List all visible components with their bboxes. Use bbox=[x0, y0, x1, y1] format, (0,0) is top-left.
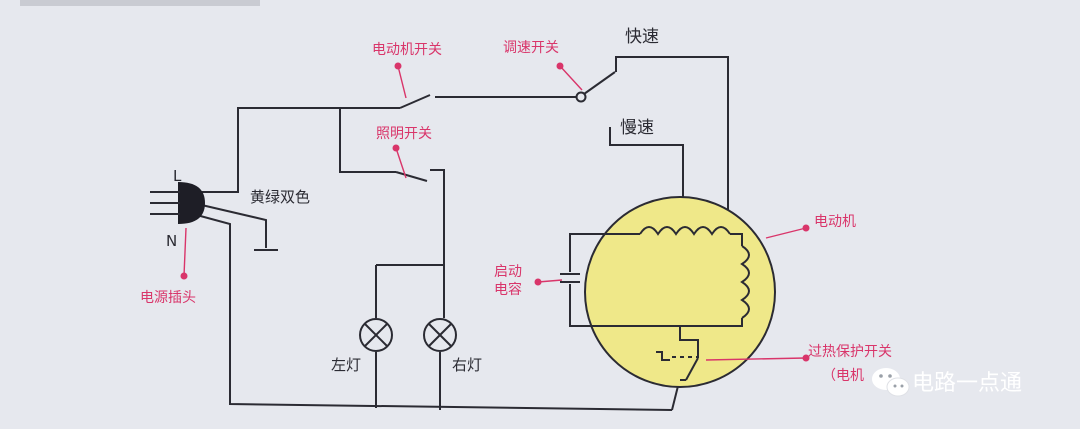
label-terminal-l: L bbox=[173, 167, 182, 185]
speed-switch-blade bbox=[583, 71, 616, 95]
label-terminal-n: N bbox=[166, 232, 177, 250]
neutral-wire bbox=[192, 213, 673, 411]
power-plug-symbol bbox=[150, 182, 205, 224]
light-branch-wire bbox=[339, 108, 396, 173]
label-fast: 快速 bbox=[625, 27, 659, 47]
motor-switch-blade bbox=[399, 94, 431, 109]
cap-wire-top bbox=[569, 233, 618, 272]
watermark: 电路一点通 bbox=[872, 368, 1022, 397]
label-thermal-switch-1: 过热保护开关 bbox=[808, 344, 892, 360]
label-slow: 慢速 bbox=[620, 117, 654, 138]
label-light-switch: 照明开关 bbox=[376, 126, 432, 142]
plug-body bbox=[178, 182, 205, 224]
cap-wire-bottom bbox=[569, 284, 600, 327]
fast-wire bbox=[615, 56, 729, 210]
label-ground: 黄绿双色 bbox=[250, 188, 310, 206]
right-lamp bbox=[423, 318, 457, 352]
label-speed-switch: 调速开关 bbox=[503, 40, 559, 56]
motor-housing bbox=[584, 196, 776, 388]
thermal-switch-symbol bbox=[656, 351, 670, 361]
thermal-switch-blade bbox=[685, 357, 699, 381]
cropped-heading-remnant bbox=[20, 0, 260, 6]
ground-wire bbox=[192, 202, 267, 248]
label-start-cap-2: 电容 bbox=[494, 281, 522, 298]
run-winding bbox=[639, 226, 731, 236]
light-switch-out bbox=[430, 169, 445, 265]
label-power-plug: 电源插头 bbox=[140, 290, 196, 306]
slow-wire bbox=[609, 127, 684, 230]
label-motor: 电动机 bbox=[814, 214, 856, 230]
speed-switch-pivot bbox=[575, 91, 587, 103]
label-start-cap-1: 启动 bbox=[494, 264, 522, 280]
watermark-text: 电路一点通 bbox=[912, 371, 1022, 396]
start-winding bbox=[740, 245, 750, 319]
left-lamp bbox=[359, 318, 393, 352]
label-left-lamp: 左灯 bbox=[331, 356, 361, 374]
light-switch-blade bbox=[395, 171, 428, 182]
wiring bbox=[192, 56, 729, 411]
live-wire bbox=[193, 107, 400, 193]
label-thermal-switch-2: （电机 bbox=[822, 368, 864, 384]
wechat-icon bbox=[872, 368, 910, 397]
label-motor-switch: 电动机开关 bbox=[372, 42, 442, 58]
annotation-pointers bbox=[180, 62, 810, 362]
motor-symbol bbox=[560, 196, 776, 388]
label-right-lamp: 右灯 bbox=[452, 356, 482, 374]
